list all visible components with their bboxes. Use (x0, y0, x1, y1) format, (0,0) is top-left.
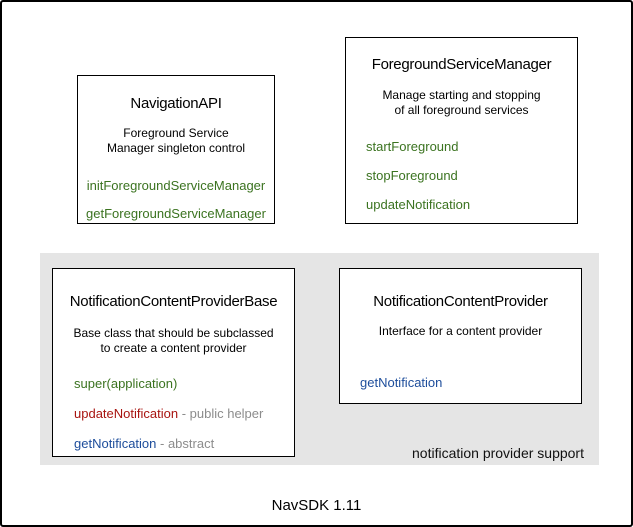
method-row: updateNotification - public helper (74, 406, 294, 421)
box-description: Interface for a content provider (340, 324, 581, 339)
box-title: NavigationAPI (130, 95, 222, 112)
method-label: updateNotification (366, 197, 471, 212)
box-title: ForegroundServiceManager (371, 56, 552, 73)
box-description: Base class that should be subclassed to … (53, 326, 294, 356)
method-label: stopForeground (366, 168, 458, 183)
box-description-line: Interface for a content provider (378, 324, 543, 338)
method-label: getForegroundServiceManager (86, 206, 266, 221)
box-description-line: Foreground Service (123, 126, 229, 140)
method-label: super(application) (74, 376, 178, 391)
method-label: getNotification (360, 375, 443, 390)
box-description: Foreground Service Manager singleton con… (78, 126, 274, 156)
method-annotation: - public helper (178, 406, 264, 421)
notification-content-provider-base-box: NotificationContentProviderBase Base cla… (52, 268, 295, 457)
box-description-line: Manager singleton control (106, 141, 246, 155)
method-label: startForeground (366, 139, 459, 154)
box-description-line: Manage starting and stopping (382, 88, 541, 102)
box-title: NotificationContentProvider (373, 293, 548, 310)
method-label: updateNotification (74, 406, 179, 421)
diagram-caption: NavSDK 1.11 (271, 497, 362, 514)
notification-content-provider-box: NotificationContentProvider Interface fo… (339, 268, 582, 404)
foreground-service-manager-box: ForegroundServiceManager Manage starting… (345, 37, 578, 224)
method-row: super(application) (74, 376, 294, 391)
method-list: super(application) updateNotification - … (53, 376, 294, 451)
method-annotation: - abstract (156, 436, 215, 451)
method-list: initForegroundServiceManager getForegrou… (78, 178, 274, 221)
method-list: startForeground stopForeground updateNot… (346, 139, 577, 212)
box-description-line: to create a content provider (100, 341, 247, 355)
method-label: initForegroundServiceManager (86, 178, 266, 193)
box-title: NotificationContentProviderBase (69, 293, 278, 310)
method-row: getNotification - abstract (74, 436, 294, 451)
method-label: getNotification (74, 436, 157, 451)
method-list: getNotification (340, 375, 581, 390)
navigation-api-box: NavigationAPI Foreground Service Manager… (77, 75, 275, 224)
panel-caption: notification provider support (412, 445, 584, 461)
box-description-line: of all foreground services (394, 103, 529, 117)
box-description-line: Base class that should be subclassed (73, 326, 274, 340)
box-description: Manage starting and stopping of all fore… (346, 88, 577, 118)
